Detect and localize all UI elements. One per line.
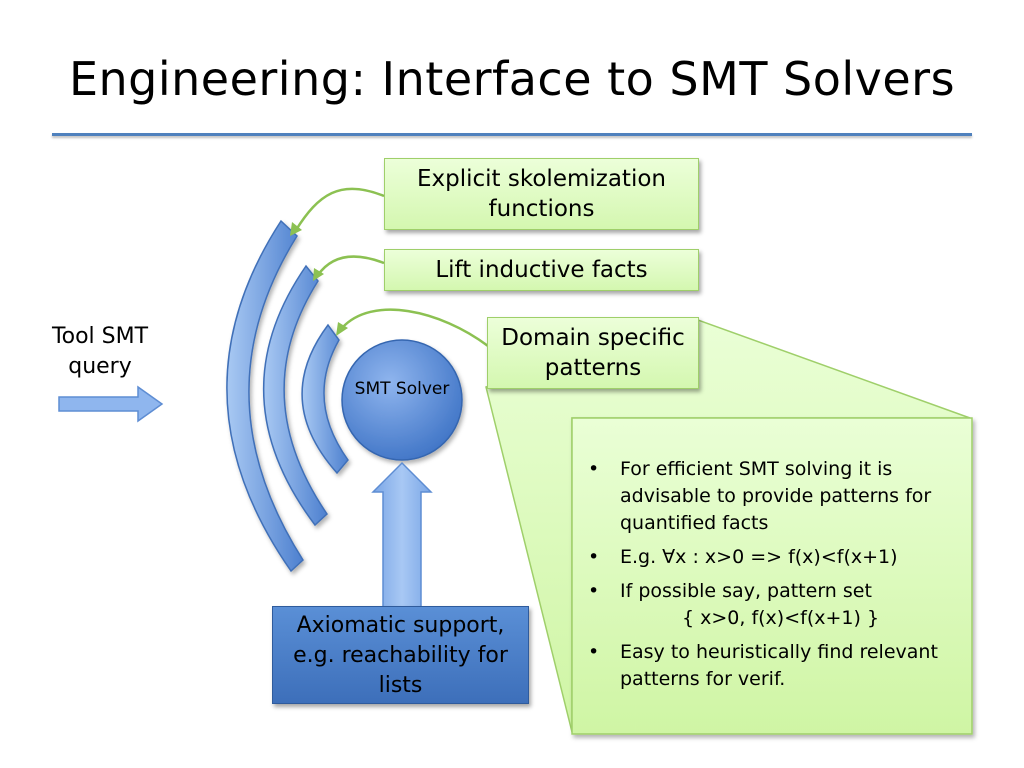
- callout-item-text: Easy to heuristically find relevant patt…: [620, 641, 938, 690]
- lift-inductive-label: Lift inductive facts: [435, 257, 648, 283]
- skolemization-box: Explicit skolemization functions: [384, 158, 699, 230]
- domain-patterns-label: Domain specific patterns: [501, 325, 685, 381]
- page-title: Engineering: Interface to SMT Solvers: [68, 52, 956, 106]
- bullet: •: [588, 580, 600, 602]
- middle-arc: [263, 264, 328, 527]
- list-item: • If possible say, pattern set { x>0, f(…: [582, 578, 962, 632]
- smt-solver-circle: [341, 339, 463, 461]
- up-arrow: [371, 461, 433, 608]
- tool-query-arrow: [58, 385, 164, 423]
- smt-solver-label: SMT Solver: [354, 379, 450, 399]
- domain-patterns-box: Domain specific patterns: [487, 317, 699, 389]
- callout-item-text: E.g. ∀x : x>0 => f(x)<f(x+1): [620, 546, 898, 568]
- skolemization-label: Explicit skolemization functions: [416, 166, 666, 222]
- connector-skolem: [290, 187, 385, 236]
- connector-lift: [313, 255, 385, 281]
- bullet: •: [588, 458, 600, 480]
- tool-smt-query-label: Tool SMT query: [51, 324, 149, 379]
- list-item: • For efficient SMT solving it is advisa…: [582, 456, 962, 537]
- callout-item-text: If possible say, pattern set: [620, 580, 872, 602]
- connector-domain: [336, 308, 489, 348]
- callout-list: • For efficient SMT solving it is advisa…: [582, 456, 962, 700]
- callout-item-text: For efficient SMT solving it is advisabl…: [620, 458, 932, 534]
- list-item: • E.g. ∀x : x>0 => f(x)<f(x+1): [582, 544, 962, 571]
- axiomatic-support-label: Axiomatic support, e.g. reachability for…: [293, 613, 508, 698]
- axiomatic-support-box: Axiomatic support, e.g. reachability for…: [272, 606, 529, 704]
- pattern-set-text: { x>0, f(x)<f(x+1) }: [682, 607, 880, 629]
- callout-box: [571, 417, 973, 735]
- bullet: •: [588, 641, 600, 663]
- bullet: •: [588, 546, 600, 568]
- outer-arc: [226, 219, 304, 573]
- inner-arc: [301, 323, 349, 475]
- title-divider: [52, 133, 972, 136]
- list-item: • Easy to heuristically find relevant pa…: [582, 639, 962, 693]
- lift-inductive-box: Lift inductive facts: [384, 249, 699, 291]
